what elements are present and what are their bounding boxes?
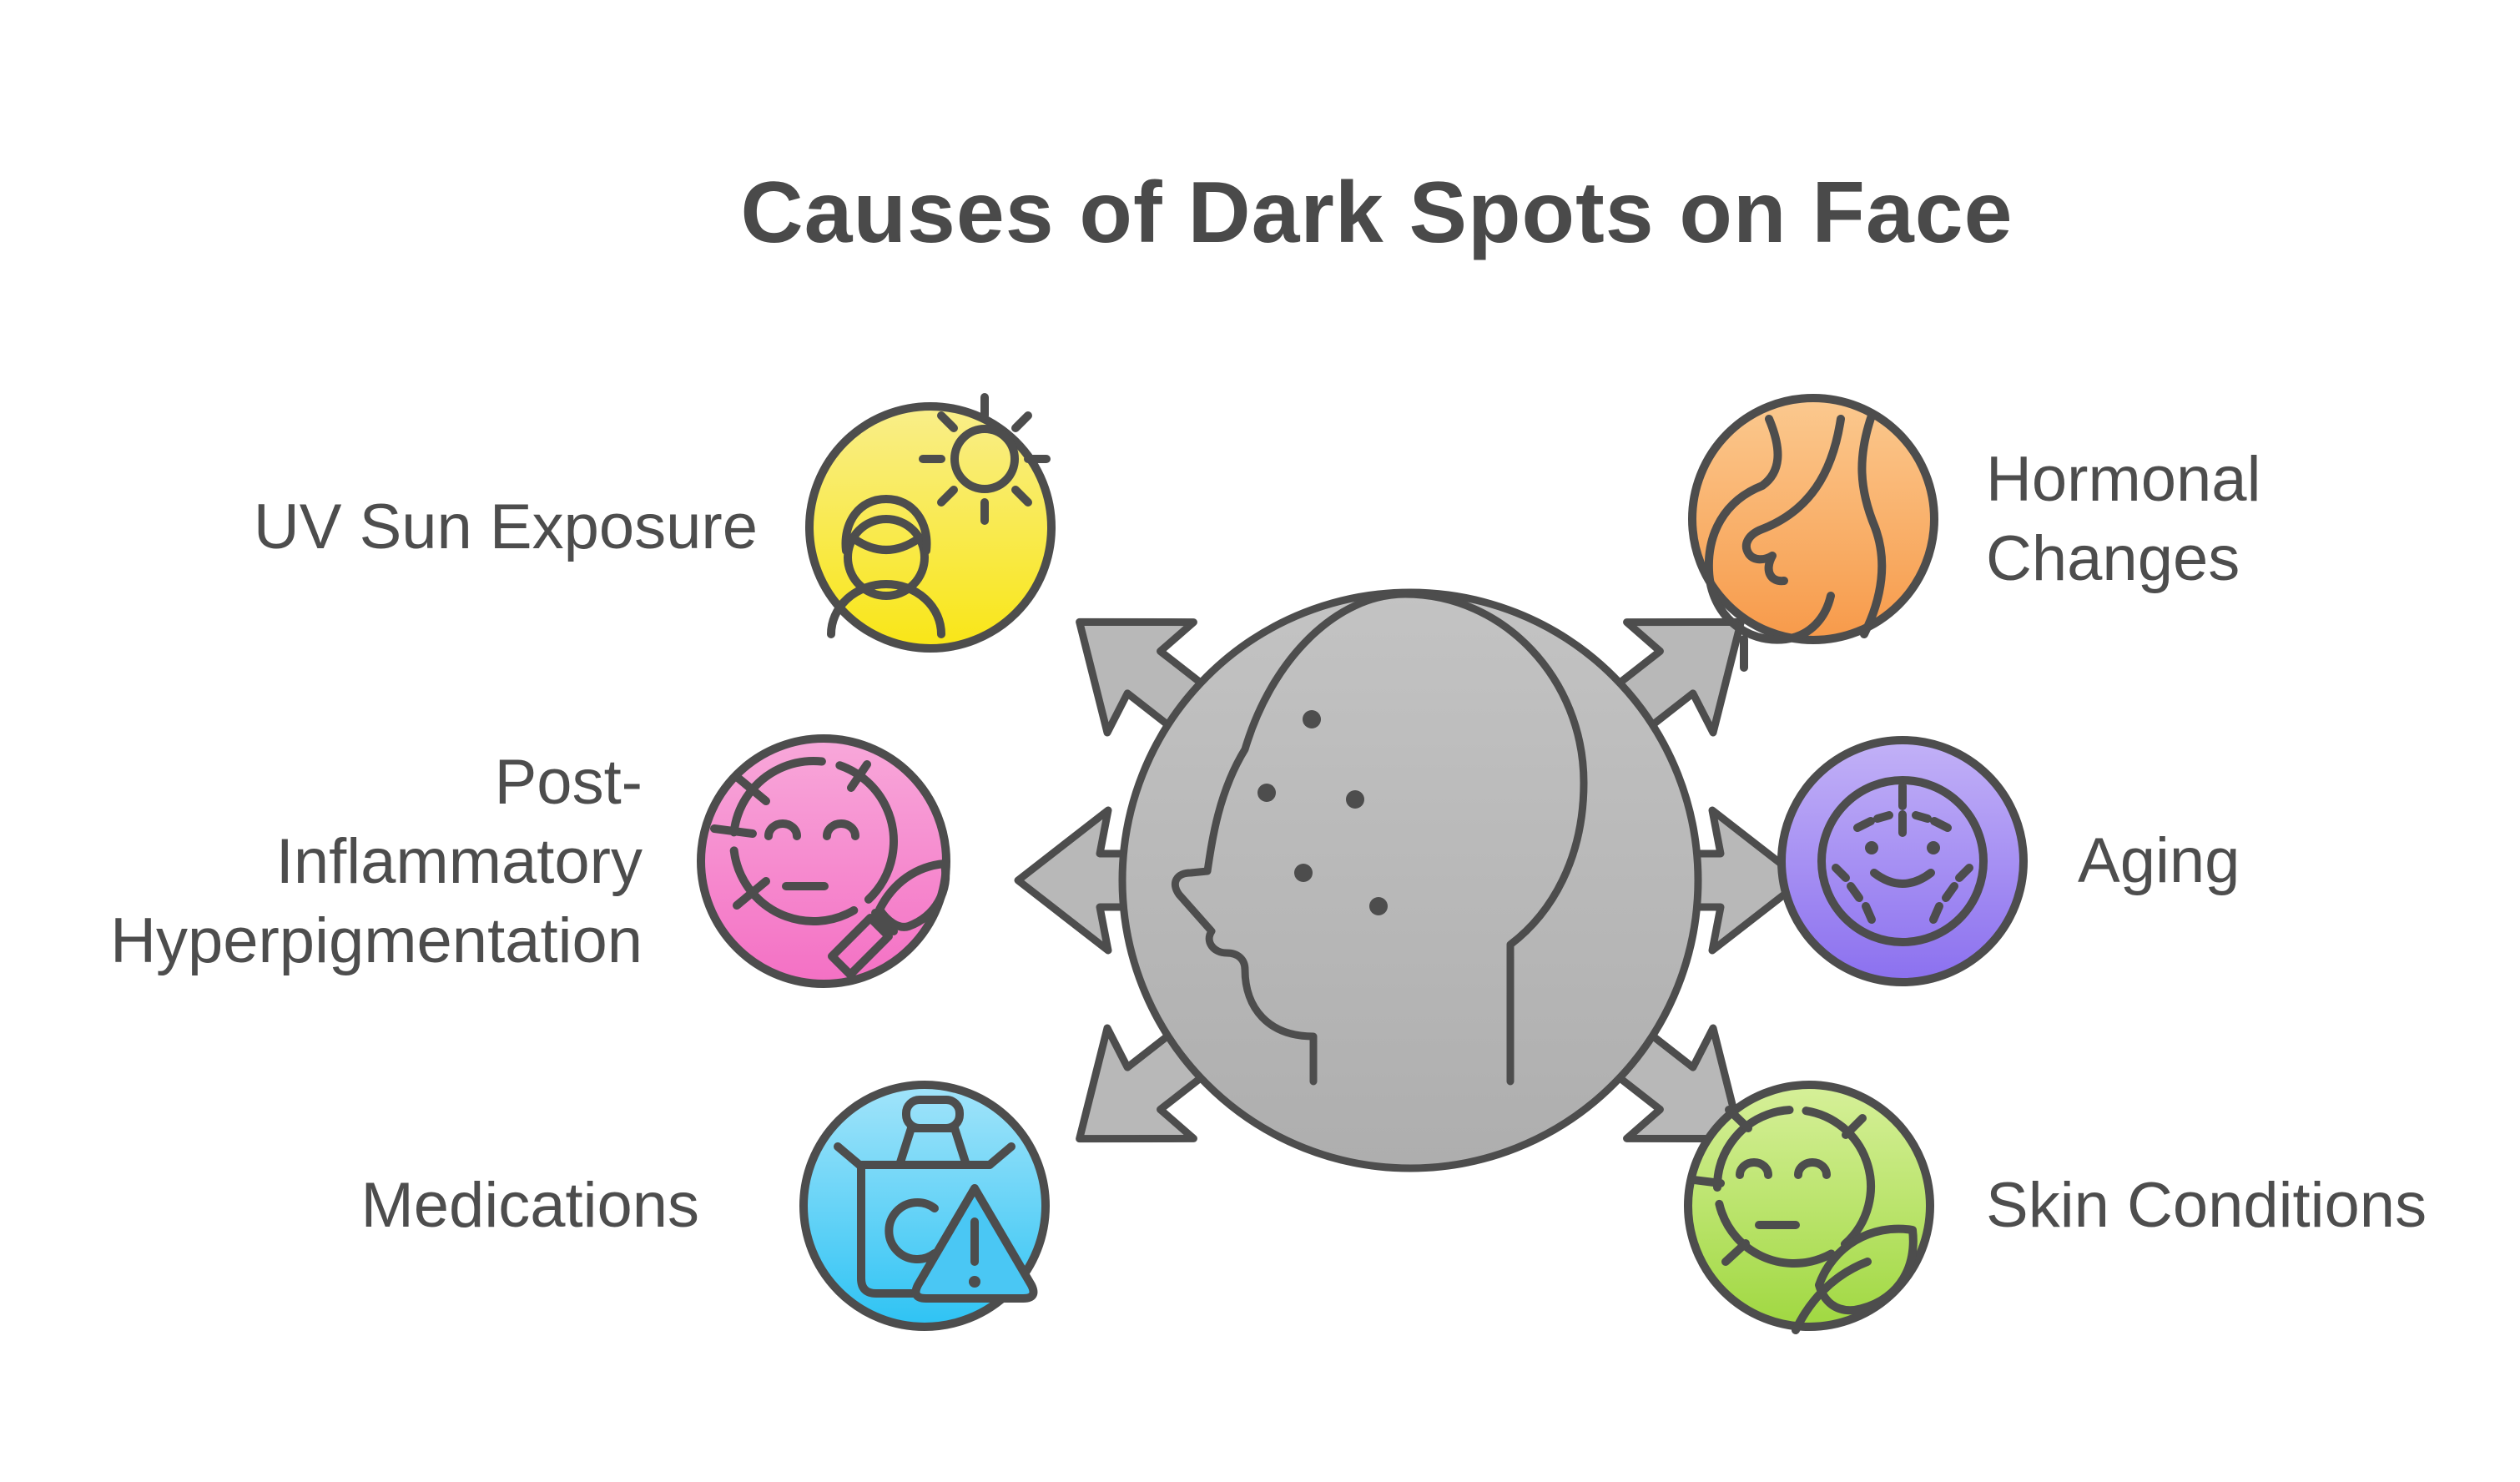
central-circle bbox=[1118, 588, 1702, 1172]
aged-face-wrinkles-icon bbox=[1817, 776, 1988, 946]
badge-aging bbox=[1777, 736, 2028, 986]
label-medications: Medications bbox=[360, 1170, 699, 1241]
badge-hyperpigmentation bbox=[697, 734, 950, 988]
face-with-leaf-icon bbox=[1690, 1106, 1918, 1334]
pregnant-woman-icon bbox=[1704, 411, 1887, 672]
badge-skin-conditions bbox=[1684, 1081, 1934, 1334]
dark-spots bbox=[1257, 710, 1388, 915]
page-title: Causes of Dark Spots on Face bbox=[740, 164, 2013, 261]
medicine-bottle-warning-icon bbox=[834, 1096, 1038, 1303]
label-skin-conditions: Skin Conditions bbox=[1986, 1170, 2427, 1241]
label-uv-sun-exposure: UV Sun Exposure bbox=[253, 491, 758, 562]
label-aging: Aging bbox=[2078, 825, 2240, 896]
badge-hormonal-changes bbox=[1688, 394, 1938, 672]
label-hormonal-changes: Hormonal Changes bbox=[1986, 444, 2261, 594]
sun-and-person-icon bbox=[827, 393, 1051, 638]
badge-uv-sun-exposure bbox=[805, 393, 1056, 653]
head-profile-with-spots-icon bbox=[1172, 590, 1588, 1086]
badge-medications bbox=[799, 1081, 1050, 1331]
face-with-makeup-brush-icon bbox=[710, 757, 950, 979]
label-hyperpigmentation: Post- Inflammatory Hyperpigmentation bbox=[110, 747, 643, 976]
